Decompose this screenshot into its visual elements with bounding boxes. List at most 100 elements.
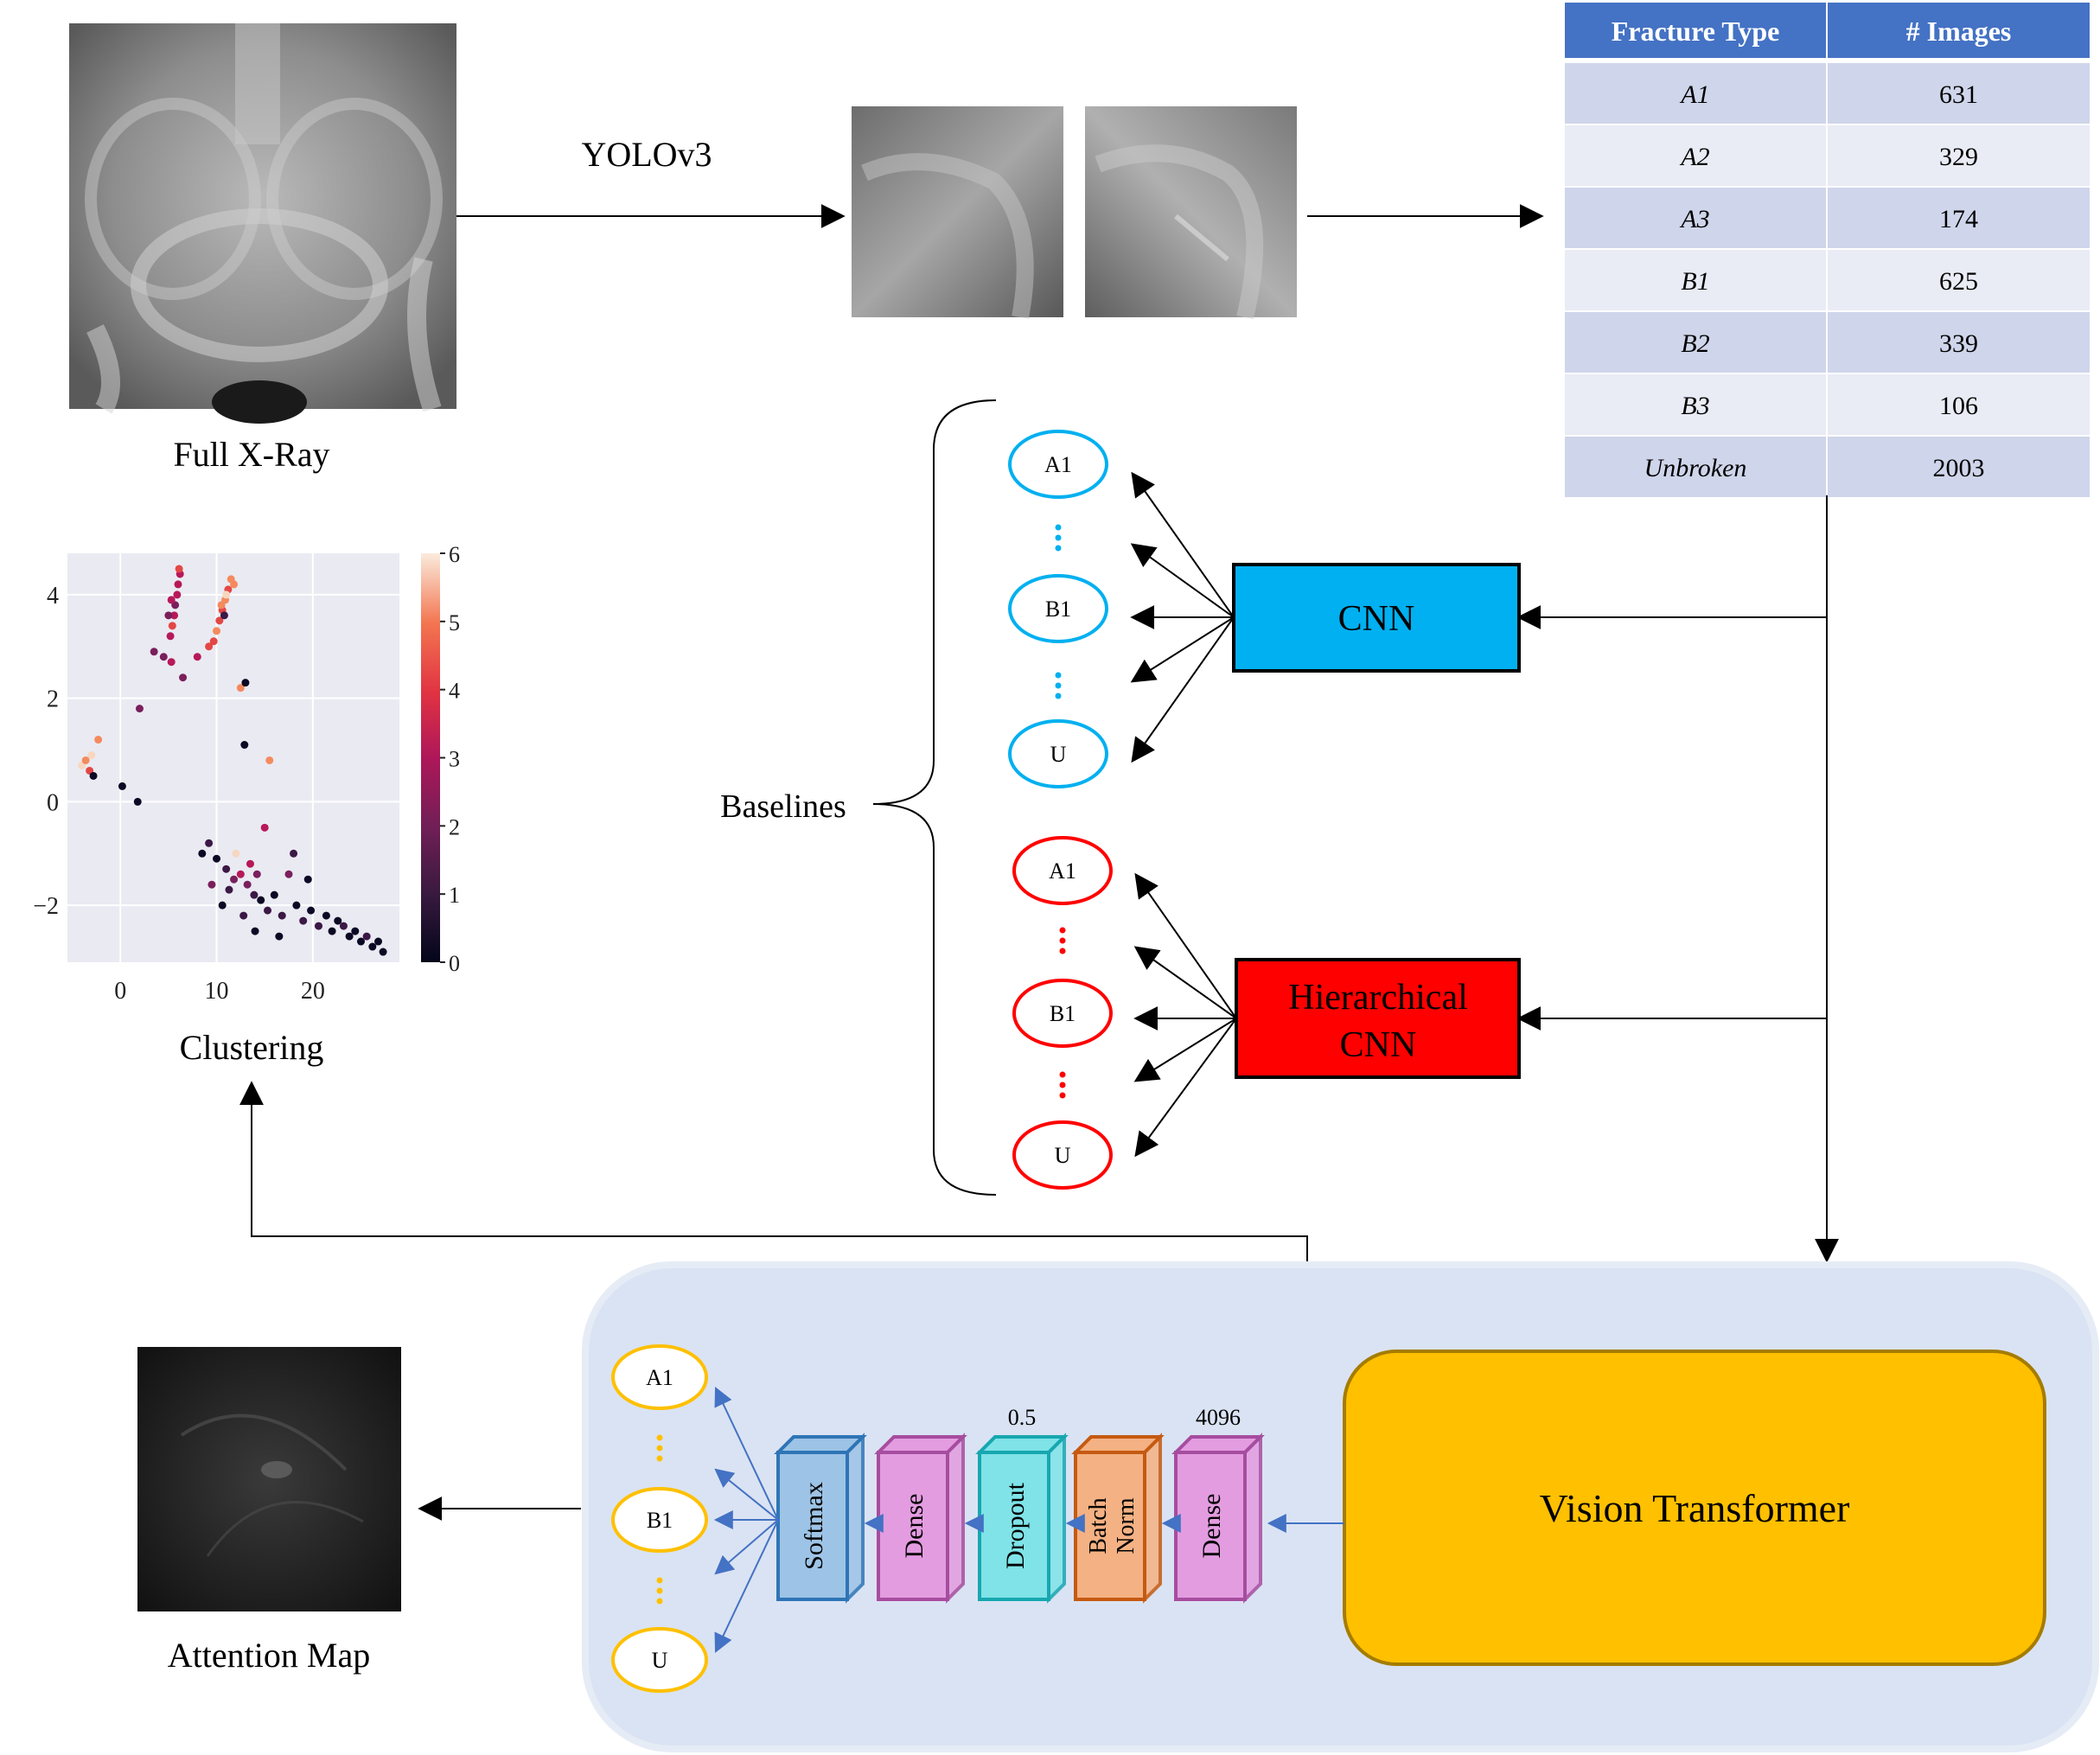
cnn-output-arrow xyxy=(1130,616,1235,683)
vision-transformer-label: Vision Transformer xyxy=(1540,1486,1850,1530)
hierarchical-cnn-box xyxy=(1235,958,1521,1079)
hier-ellipsis-dot xyxy=(1059,937,1066,944)
hierarchical-cnn-label-line2: CNN xyxy=(1340,1025,1417,1065)
layer-block-side xyxy=(846,1433,865,1604)
vit-output-label: B1 xyxy=(647,1508,673,1533)
hier-output-arrow xyxy=(1134,1018,1237,1158)
table-row xyxy=(1565,125,1826,186)
layer-label: Dropout xyxy=(1001,1482,1030,1569)
scatter-point xyxy=(167,658,176,667)
scatter-point xyxy=(303,875,312,884)
scatter-point xyxy=(299,916,308,925)
scatter-point xyxy=(339,922,348,930)
scatter-point xyxy=(362,932,371,941)
table-cell-count: 106 xyxy=(1939,392,1978,420)
layer-annotation: 4096 xyxy=(1196,1405,1241,1430)
vit-output-label: U xyxy=(652,1648,668,1673)
scatter-point xyxy=(230,580,239,589)
vit-ellipsis-dot xyxy=(656,1577,663,1584)
scatter-point xyxy=(225,885,233,894)
scatter-point xyxy=(252,870,261,878)
colorbar-tick-label: 1 xyxy=(449,883,460,908)
vit-output-arrow xyxy=(714,1468,779,1521)
y-tick-label: 2 xyxy=(47,686,59,713)
table-row xyxy=(1565,374,1826,435)
scatter-point xyxy=(292,901,301,909)
y-tick-label: 0 xyxy=(47,789,59,816)
hier-ellipsis-dot xyxy=(1059,1071,1066,1078)
x-tick-label: 10 xyxy=(205,978,229,1005)
scatter-point xyxy=(351,927,360,935)
table-row xyxy=(1565,188,1826,248)
scatter-point xyxy=(251,927,259,935)
vit-ellipsis-dot xyxy=(656,1455,663,1462)
scatter-point xyxy=(379,948,387,956)
scatter-point xyxy=(246,859,254,868)
scatter-point xyxy=(213,854,221,863)
cnn-output-arrow xyxy=(1131,616,1235,763)
scatter-point xyxy=(290,849,298,858)
vit-output-node xyxy=(611,1487,708,1553)
scatter-point xyxy=(167,596,176,604)
layer-block-side xyxy=(1243,1433,1262,1604)
cnn-output-label: B1 xyxy=(1045,597,1071,622)
cnn-ellipsis-dot xyxy=(1055,692,1062,699)
scatter-point xyxy=(260,823,269,832)
scatter-point xyxy=(174,580,182,589)
scatter-point xyxy=(193,653,201,661)
scatter-point xyxy=(173,590,182,599)
vit-output-label: A1 xyxy=(646,1365,673,1390)
scatter-point xyxy=(133,797,142,806)
scatter-point xyxy=(220,611,228,620)
scatter-point xyxy=(166,632,175,641)
vit-output-arrow xyxy=(714,1519,779,1575)
scatter-point xyxy=(209,637,218,646)
table-cell-type: A2 xyxy=(1679,143,1709,171)
layer-label: Dense xyxy=(1197,1494,1226,1559)
scatter-point xyxy=(175,565,183,573)
hier-ellipsis-dot xyxy=(1059,1092,1066,1099)
full-xray-label: Full X-Ray xyxy=(173,435,329,474)
table-header-cell xyxy=(1828,3,2090,58)
scatter-point xyxy=(217,601,226,609)
colorbar xyxy=(421,553,440,962)
scatter-point xyxy=(328,927,336,935)
colorbar-tick-label: 3 xyxy=(449,747,460,772)
x-tick-label: 0 xyxy=(114,978,126,1005)
table-row xyxy=(1565,250,1826,310)
table-header-type: Fracture Type xyxy=(1612,16,1780,47)
cnn-output-arrow xyxy=(1131,471,1235,618)
y-tick-label: 4 xyxy=(47,583,59,609)
layer-label: Batch xyxy=(1085,1497,1112,1554)
baselines-label: Baselines xyxy=(720,788,846,825)
hier-output-node xyxy=(1012,1120,1113,1190)
table-cell-type: B3 xyxy=(1681,392,1709,420)
scatter-point xyxy=(243,880,252,889)
table-cell-count: 2003 xyxy=(1933,454,1985,482)
scatter-point xyxy=(265,756,274,764)
yolo-label: YOLOv3 xyxy=(581,135,712,174)
scatter-point xyxy=(278,911,286,920)
cnn-output-label: A1 xyxy=(1044,452,1072,477)
scatter-point xyxy=(179,673,188,682)
scatter-point xyxy=(368,942,377,951)
baselines-brace xyxy=(872,399,997,1196)
table-row xyxy=(1828,250,2090,310)
vit-output-arrow xyxy=(714,1519,779,1653)
table-row xyxy=(1828,312,2090,373)
scatter-point xyxy=(159,653,168,661)
scatter-point xyxy=(215,616,224,625)
cnn-output-label: U xyxy=(1050,742,1067,767)
attention-map-image xyxy=(137,1347,401,1611)
cnn-label: CNN xyxy=(1338,599,1415,639)
hier-output-arrow xyxy=(1133,946,1237,1019)
scatter-point xyxy=(87,751,96,760)
scatter-point xyxy=(89,771,98,780)
scatter-point xyxy=(81,756,90,764)
scatter-point xyxy=(94,736,103,744)
vit-ellipsis-dot xyxy=(656,1587,663,1594)
full-xray-image xyxy=(69,23,456,424)
